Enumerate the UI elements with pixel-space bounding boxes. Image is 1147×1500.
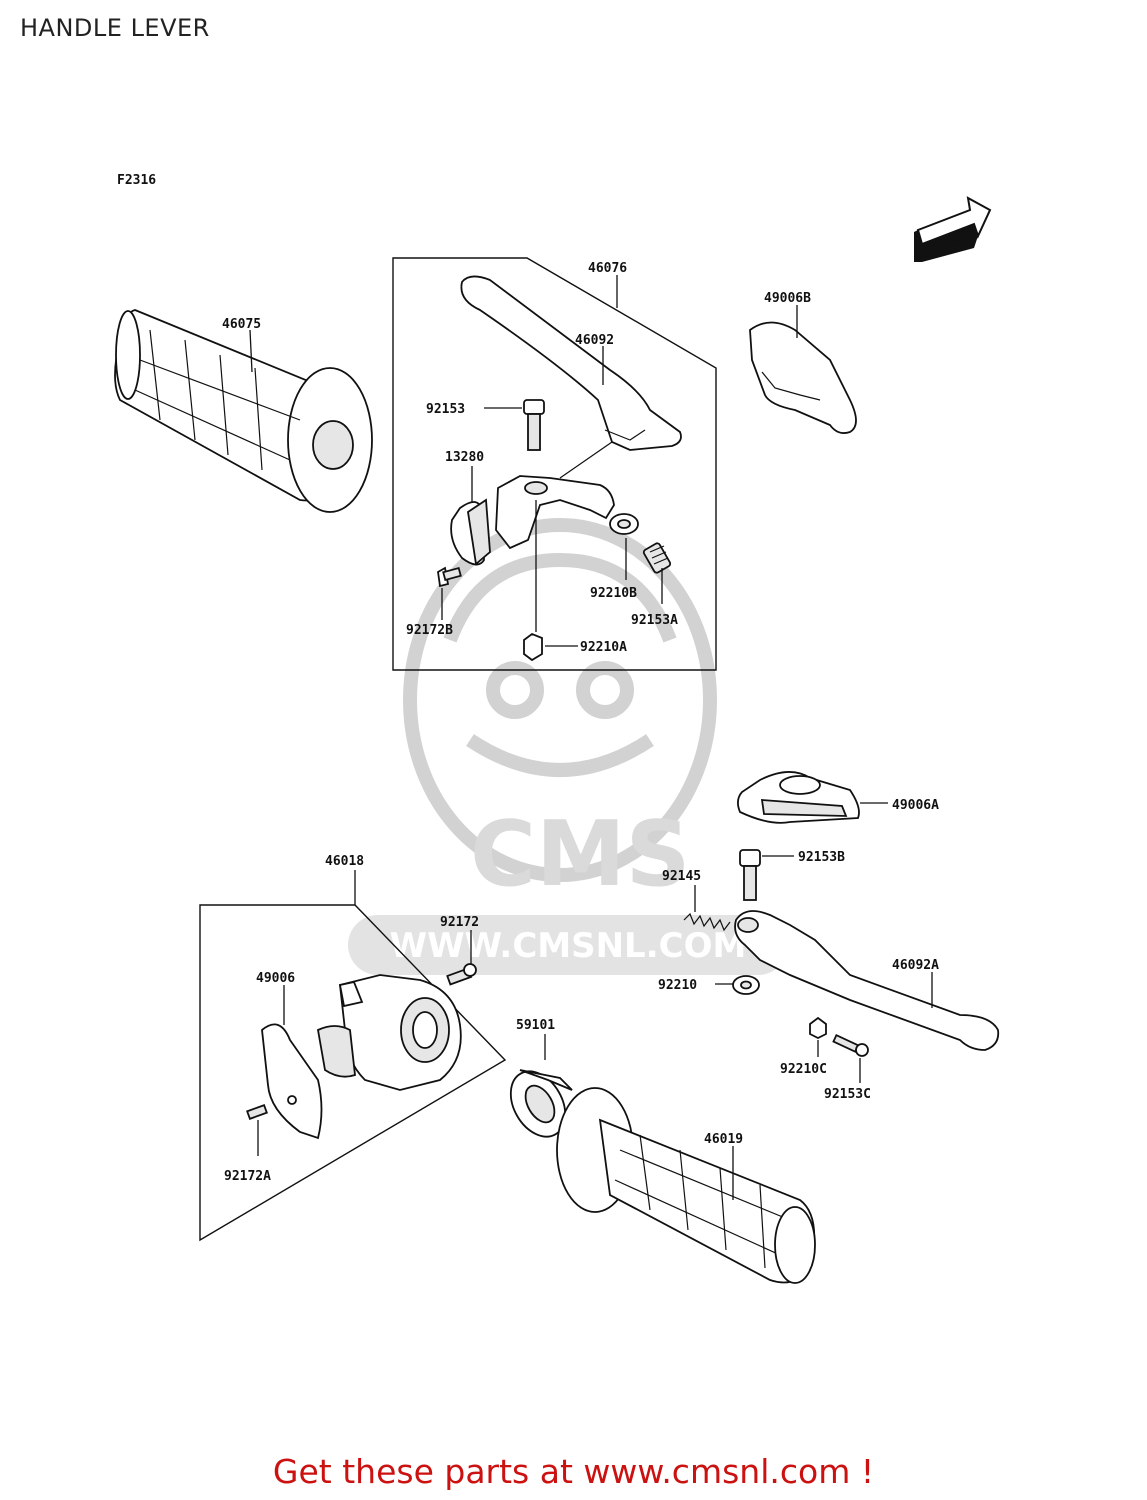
label-46092: 46092 <box>575 333 614 348</box>
lower-assembly-frame <box>199 904 507 1242</box>
label-92172B: 92172B <box>406 623 453 638</box>
label-46019: 46019 <box>704 1132 743 1147</box>
lever-bracket <box>495 441 615 550</box>
nut-92210C <box>809 1016 827 1040</box>
label-49006A: 49006A <box>892 798 939 813</box>
nut-92210A <box>523 632 543 662</box>
part-labels: 46075 46076 46092 49006B 92153 13280 922… <box>222 261 939 1184</box>
label-46092A: 46092A <box>892 958 939 973</box>
label-49006: 49006 <box>256 971 295 986</box>
label-92210: 92210 <box>658 978 697 993</box>
upper-assembly-frame <box>392 257 717 671</box>
washer-92210B <box>609 513 639 535</box>
adjuster-92153A <box>642 542 672 574</box>
page-title: HANDLE LEVER <box>20 14 210 42</box>
throttle-housing <box>316 974 462 1091</box>
label-92153C: 92153C <box>824 1087 871 1102</box>
label-92153: 92153 <box>426 402 465 417</box>
label-59101: 59101 <box>516 1018 555 1033</box>
label-46076: 46076 <box>588 261 627 276</box>
screw-92172 <box>446 963 477 986</box>
watermark-brand: CMS <box>470 802 690 907</box>
screw-92172B <box>437 566 462 588</box>
bolt-92153B <box>739 849 761 901</box>
label-49006B: 49006B <box>764 291 811 306</box>
clamp-13280 <box>450 498 491 566</box>
label-92210B: 92210B <box>590 586 637 601</box>
watermark-url: WWW.CMSNL.COM <box>390 926 747 966</box>
clutch-lever-46092 <box>460 275 682 451</box>
label-92153B: 92153B <box>798 850 845 865</box>
label-92210C: 92210C <box>780 1062 827 1077</box>
figure-code: F2316 <box>117 173 156 188</box>
cover-49006A <box>737 771 860 824</box>
bolt-92153C <box>832 1034 869 1057</box>
ring-59101 <box>509 1069 573 1138</box>
cover-49006B <box>749 321 857 434</box>
brake-lever-46092A <box>734 910 1000 1051</box>
screw-92172A <box>246 1104 268 1120</box>
leader-lines <box>249 275 933 1200</box>
label-92210A: 92210A <box>580 640 627 655</box>
label-46075: 46075 <box>222 317 261 332</box>
grip-46075 <box>114 309 373 513</box>
bolt-92153 <box>523 399 545 451</box>
cover-plate-49006 <box>261 1023 323 1140</box>
spring-92145 <box>683 912 731 932</box>
watermark: CMS WWW.CMSNL.COM <box>348 518 788 975</box>
washer-92210 <box>732 975 760 995</box>
label-92172A: 92172A <box>224 1169 271 1184</box>
label-92153A: 92153A <box>631 613 678 628</box>
footer-cta[interactable]: Get these parts at www.cmsnl.com ! <box>272 1452 875 1491</box>
label-13280: 13280 <box>445 450 484 465</box>
label-46018: 46018 <box>325 854 364 869</box>
label-92145: 92145 <box>662 869 701 884</box>
grip-46019 <box>556 1087 816 1284</box>
label-92172: 92172 <box>440 915 479 930</box>
front-arrow-icon: FRONT <box>914 196 992 262</box>
